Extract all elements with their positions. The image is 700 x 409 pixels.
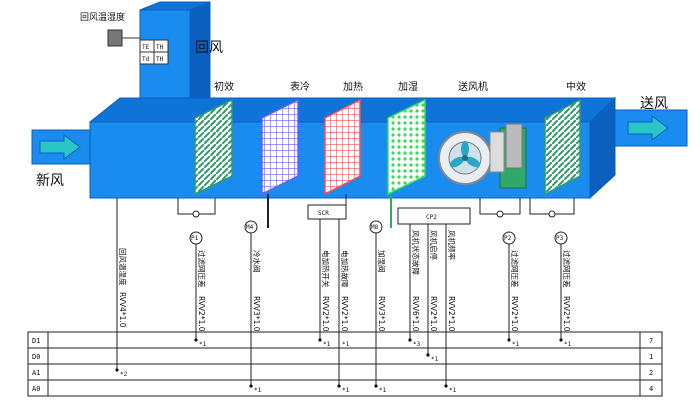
humidify-label: 加湿 — [398, 81, 418, 93]
signal-1-code: RVV4*1.0 — [118, 292, 127, 328]
row-a0-total: 4 — [649, 385, 653, 393]
row-d0-label: D0 — [32, 353, 40, 361]
signal-8-code: RVV2*1.0 — [429, 296, 438, 332]
supply-fan — [438, 123, 527, 189]
row-a0-label: A0 — [32, 385, 40, 393]
signal-2-code: RVV2*1.0 — [197, 296, 206, 332]
heating-label: 加热 — [343, 80, 363, 93]
supply-air-outlet — [614, 109, 688, 147]
humidity-sensor-icon — [107, 29, 123, 47]
signal-7-code: RVV6*1.0 — [411, 296, 420, 332]
signal-6-code: RVV3*1.0 — [377, 296, 386, 332]
sensor-te: TE — [142, 44, 150, 51]
cooling-coil — [261, 98, 299, 196]
svg-text:M4: M4 — [246, 224, 254, 231]
humidifier-panel — [387, 98, 426, 196]
signal-5-name: 电加热故障 — [340, 250, 350, 288]
signal-labels: 回风温湿度 RVV4*1.0 过滤网压差 RVV2*1.0 冷水阀 RVV3*1… — [118, 230, 572, 332]
cp2-label: CP2 — [426, 214, 437, 221]
return-air-label: 回风 — [195, 40, 223, 56]
heating-coil — [324, 98, 361, 196]
signal-1-name: 回风温湿度 — [118, 248, 128, 286]
scr-label: SCR — [318, 210, 329, 217]
supply-fan-label: 送风机 — [458, 80, 488, 93]
row-a1-total: 2 — [649, 369, 653, 377]
mark-p2: *1 — [512, 341, 520, 348]
cooling-label: 表冷 — [290, 80, 310, 93]
row-d1-total: 7 — [649, 337, 653, 345]
signal-3-name: 冷水阀 — [252, 250, 262, 273]
medium-filter-label: 中效 — [566, 80, 586, 93]
mark-p3: *1 — [564, 341, 572, 348]
row-d0-total: 1 — [649, 353, 653, 361]
mark-a1: *2 — [120, 371, 128, 378]
mark-p1: *1 — [199, 341, 207, 348]
mark-a0-1: *1 — [254, 387, 262, 394]
signal-8-name: 风机启停 — [429, 230, 439, 260]
mark-scr2: *1 — [342, 341, 350, 348]
row-a1-label: A1 — [32, 369, 40, 377]
circle-tags: P1 M4 M8 P2 P3 — [189, 220, 568, 245]
signal-3-code: RVV3*1.0 — [252, 296, 261, 332]
signal-lines — [116, 198, 562, 386]
signal-10-name: 过滤网压差 — [510, 250, 520, 288]
signal-2-name: 过滤网压差 — [197, 250, 207, 288]
mark-cp2: *3 — [413, 341, 421, 348]
signal-5-code: RVV2*1.0 — [340, 296, 349, 332]
svg-text:M8: M8 — [371, 224, 379, 231]
sensor-td: Td — [142, 56, 150, 63]
primary-filter-panel — [194, 98, 233, 196]
mark-a0-3: *1 — [379, 387, 387, 394]
svg-text:P2: P2 — [504, 235, 512, 242]
signal-4-name: 电加热开关 — [321, 250, 331, 288]
medium-filter-panel — [544, 98, 581, 196]
primary-filter-label: 初效 — [214, 80, 234, 93]
sensor-th-bottom: TH — [156, 56, 164, 63]
row-d1-label: D1 — [32, 337, 40, 345]
signal-11-code: RVV2*1.0 — [562, 296, 571, 332]
signal-9-code: RVV2*1.0 — [447, 296, 456, 332]
table-marks: *1 *1 *1 *3 *1 *1 *1 *2 *1 *1 *1 *1 — [120, 341, 572, 394]
signal-7-name: 风机状态故障 — [411, 230, 421, 275]
io-point-table — [27, 331, 663, 397]
table-junctions — [115, 338, 563, 388]
sensor-box: TE TH Td TH — [139, 39, 169, 65]
fresh-air-label: 新风 — [36, 173, 64, 189]
io-row-labels: D1 D0 A1 A0 7 1 2 4 — [32, 337, 653, 393]
cp2-box — [397, 207, 471, 225]
mark-a0-4: *1 — [449, 387, 457, 394]
signal-10-code: RVV2*1.0 — [510, 296, 519, 332]
return-temp-humidity-label: 回风温湿度 — [80, 11, 125, 23]
mark-d0: *1 — [431, 356, 439, 363]
signal-11-name: 过滤网压差 — [562, 250, 572, 288]
svg-text:P1: P1 — [191, 235, 199, 242]
supply-air-label: 送风 — [640, 96, 668, 112]
fresh-air-inlet — [31, 129, 91, 165]
signal-9-name: 风机频率 — [447, 230, 457, 260]
signal-6-name: 加湿阀 — [377, 250, 387, 273]
mark-scr1: *1 — [323, 341, 331, 348]
signal-4-code: RVV2*1.0 — [321, 296, 330, 332]
fan-icon — [449, 141, 481, 168]
pressure-switch-icons — [192, 210, 556, 218]
sensor-th-top: TH — [156, 44, 164, 51]
mark-a0-2: *1 — [342, 387, 350, 394]
svg-text:P3: P3 — [556, 235, 564, 242]
filter-pressure-lines — [177, 198, 575, 215]
